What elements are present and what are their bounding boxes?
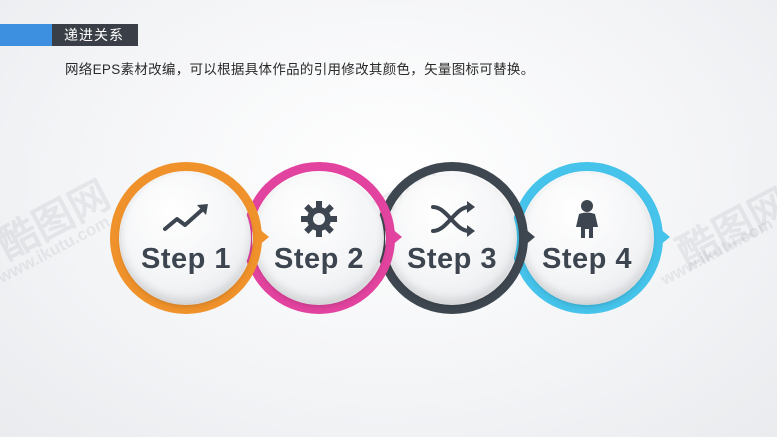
trend-up-icon xyxy=(161,199,211,239)
step-3-label: Step 3 xyxy=(406,243,498,275)
step-2-pointer xyxy=(391,228,402,246)
slide-subtitle: 网络EPS素材改编，可以根据具体作品的引用修改其颜色，矢量图标可替换。 xyxy=(65,62,535,77)
step-1-disc: Step 1 xyxy=(121,173,251,303)
step-4: Step 4 xyxy=(511,162,670,314)
slide-title: 递进关系 xyxy=(64,27,124,43)
step-1-label: Step 1 xyxy=(140,243,232,275)
step-2-disc: Step 2 xyxy=(254,173,384,303)
slide-title-bar: 递进关系 xyxy=(0,24,138,46)
title-box: 递进关系 xyxy=(52,24,138,46)
step-2-label: Step 2 xyxy=(273,243,365,275)
step-1-ring xyxy=(110,162,262,314)
shuffle-arrows-icon xyxy=(427,199,477,239)
person-icon xyxy=(562,199,612,239)
step-4-disc: Step 4 xyxy=(522,173,652,303)
gear-icon xyxy=(294,199,344,239)
step-3-disc: Step 3 xyxy=(387,173,517,303)
step-4-label: Step 4 xyxy=(541,243,633,275)
step-2: Step 2 xyxy=(243,162,402,314)
step-1: Step 1 xyxy=(110,162,269,314)
step-4-pointer xyxy=(659,228,670,246)
step-3-pointer xyxy=(524,228,535,246)
title-accent-block xyxy=(0,24,52,46)
step-1-pointer xyxy=(258,228,269,246)
